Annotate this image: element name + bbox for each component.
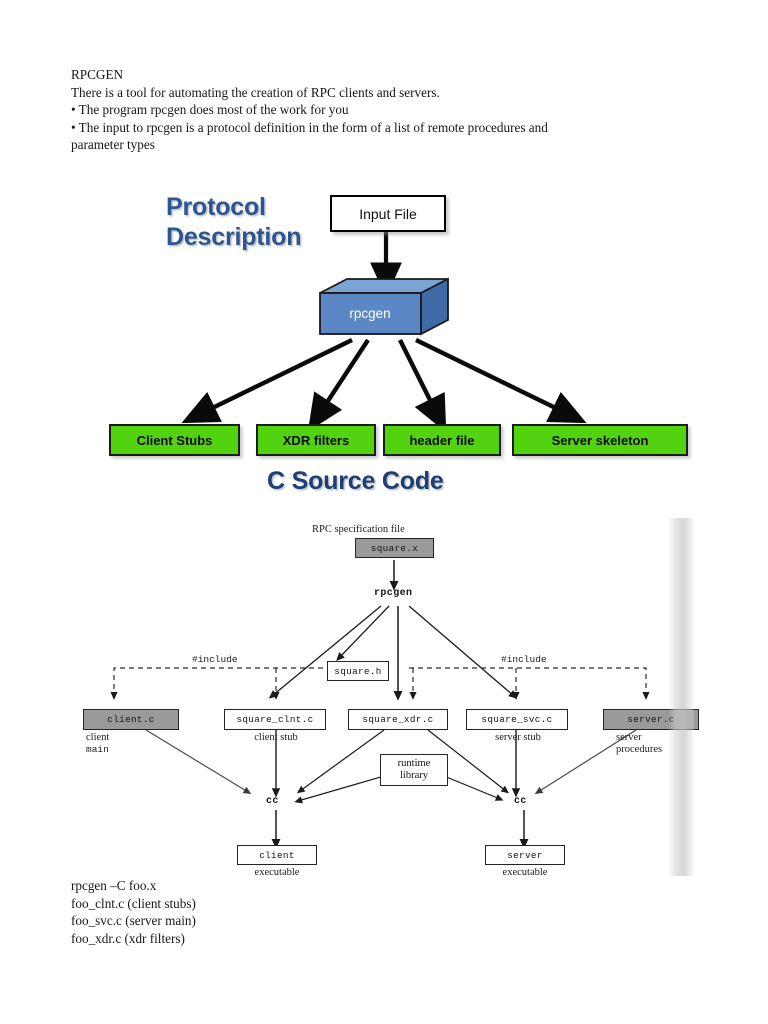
- arrow-runtime-to-cc-right: [443, 775, 504, 801]
- caption-server-procedures-line-2: procedures: [616, 744, 663, 755]
- protocol-description-line-2: Description: [166, 223, 302, 251]
- listing-line-3: foo_svc.c (server main): [71, 913, 196, 928]
- node-cc-left: cc: [266, 796, 279, 807]
- arrow-rpcgen-to-square-svc: [408, 605, 518, 699]
- intro-line-2: • The program rpcgen does most of the wo…: [71, 102, 349, 117]
- output-box-xdr-filters: XDR filters: [256, 424, 376, 456]
- arrow-rpcgen-to-client-stubs: [181, 338, 353, 424]
- rpcgen-build-flow-figure: RPC specification file square.x rpcgen #…: [76, 518, 699, 878]
- output-box-client-stubs: Client Stubs: [109, 424, 240, 456]
- include-label-right: #include: [501, 654, 547, 665]
- command-listing-block: rpcgen –C foo.x foo_clnt.c (client stubs…: [71, 877, 196, 947]
- node-square-x: square.x: [355, 538, 434, 558]
- caption-client-main-line-2: main: [86, 744, 109, 755]
- caption-client-executable: executable: [254, 867, 300, 878]
- node-cc-right: cc: [514, 796, 527, 807]
- arrow-runtime-to-cc-left: [294, 775, 385, 804]
- caption-server-procedures-line-1: server: [616, 732, 642, 743]
- output-box-server-skeleton: Server skeleton: [512, 424, 688, 456]
- node-server-c: server.c: [603, 709, 699, 730]
- diagram-two-connectors: [110, 560, 650, 849]
- intro-line-4: parameter types: [71, 137, 155, 152]
- caption-server-stub: server stub: [495, 732, 541, 743]
- protocol-description-line-1: Protocol: [166, 193, 266, 221]
- intro-text-block: RPCGEN There is a tool for automating th…: [71, 66, 671, 154]
- rpcgen-block-label: rpcgen: [349, 306, 390, 321]
- diagram-one-connectors: rpcgen: [181, 229, 587, 433]
- rpcgen-block-shape: [319, 277, 449, 336]
- node-server-executable: server: [485, 845, 565, 865]
- arrow-square-xdr-to-cc-left: [296, 729, 385, 794]
- intro-line-3: • The input to rpcgen is a protocol defi…: [71, 119, 548, 135]
- node-square-svc-c: square_svc.c: [466, 709, 568, 730]
- listing-line-2: foo_clnt.c (client stubs): [71, 895, 196, 911]
- node-client-c: client.c: [83, 709, 179, 730]
- output-box-header-file: header file: [383, 424, 501, 456]
- intro-heading: RPCGEN: [71, 67, 124, 82]
- rpcgen-overview-diagram: rpcgen Protocol Description Input File C…: [0, 182, 768, 512]
- caption-server-procedures: server procedures: [616, 732, 662, 756]
- runtime-library-line-1: runtime: [397, 758, 431, 769]
- intro-line-1: There is a tool for automating the creat…: [71, 84, 440, 100]
- arrow-rpcgen-to-square-h: [336, 605, 390, 661]
- input-file-box: Input File: [330, 195, 446, 232]
- caption-client-stub: client stub: [254, 732, 298, 743]
- include-bus-right: [409, 667, 650, 700]
- arrow-square-xdr-to-cc-right: [427, 729, 510, 794]
- node-square-clnt-c: square_clnt.c: [224, 709, 326, 730]
- c-source-code-title: C Source Code: [267, 467, 444, 495]
- arrow-rpcgen-to-xdr-filters: [307, 338, 370, 432]
- listing-line-4: foo_xdr.c (xdr filters): [71, 930, 185, 946]
- include-label-left: #include: [192, 654, 238, 665]
- listing-line-1: rpcgen –C foo.x: [71, 878, 157, 893]
- include-bus-left: [110, 667, 341, 700]
- node-client-executable: client: [237, 845, 317, 865]
- runtime-library-line-2: library: [400, 770, 428, 781]
- node-runtime-library: runtime library: [380, 754, 448, 786]
- arrow-rpcgen-to-server-skeleton: [415, 338, 587, 424]
- spec-file-caption: RPC specification file: [312, 524, 405, 535]
- arrow-rpcgen-to-header-file: [398, 339, 447, 433]
- node-square-xdr-c: square_xdr.c: [348, 709, 448, 730]
- node-square-h: square.h: [327, 661, 389, 681]
- caption-client-main: client main: [86, 732, 109, 756]
- arrow-rpcgen-to-square-clnt: [268, 605, 382, 699]
- arrow-server-c-to-cc: [534, 729, 637, 795]
- arrow-client-c-to-cc: [145, 729, 252, 794]
- protocol-description-title: Protocol Description: [166, 192, 302, 252]
- node-rpcgen: rpcgen: [374, 588, 413, 599]
- caption-client-main-line-1: client: [86, 732, 110, 743]
- caption-server-executable: executable: [502, 867, 548, 878]
